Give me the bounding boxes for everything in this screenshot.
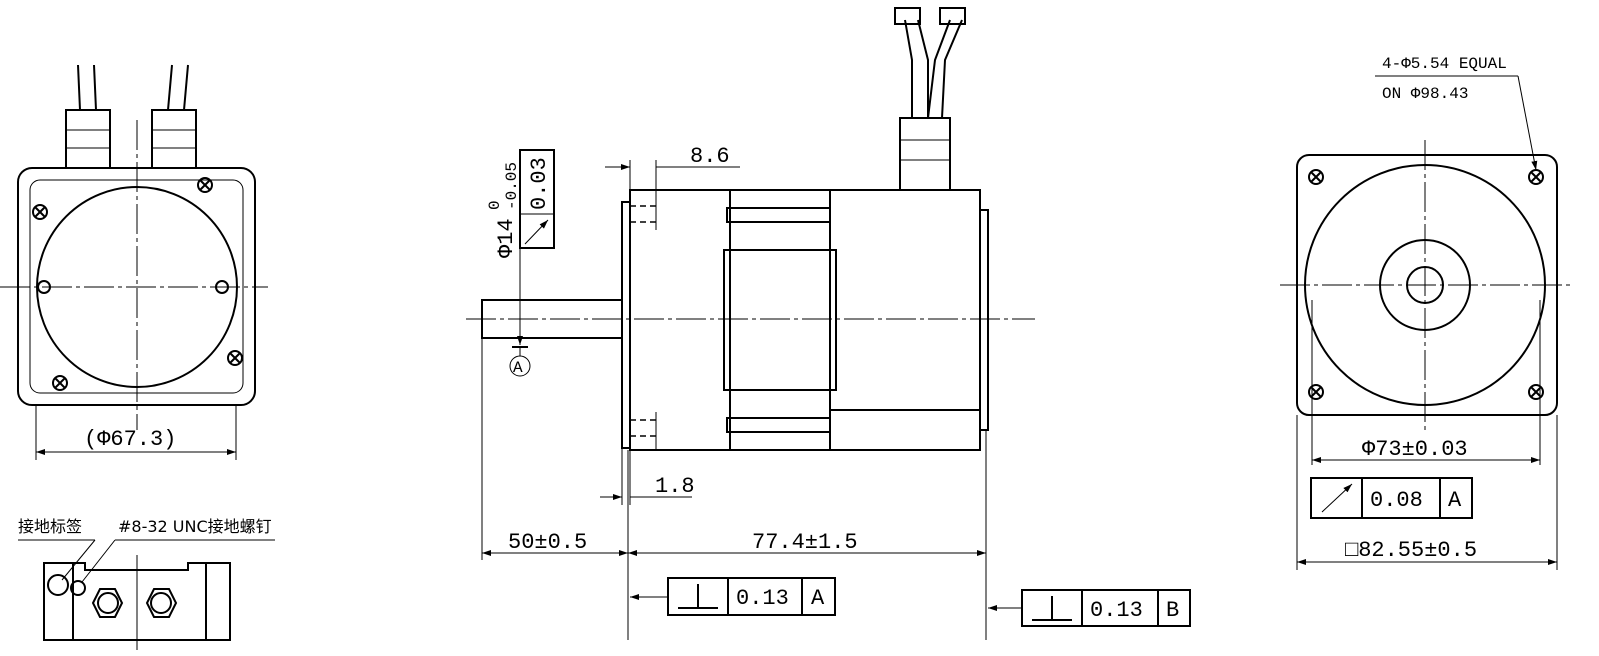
perp-b-value: 0.13 xyxy=(1090,598,1143,623)
shaft-tol-lower: -0.05 xyxy=(503,162,521,210)
perpendicularity-frame-a: 0.13 A xyxy=(630,577,836,616)
ground-screw-callout: #8-32 UNC接地螺钉 xyxy=(118,517,272,536)
ground-label-callout: 接地标签 xyxy=(18,517,82,536)
hole-note-2: ON Φ98.43 xyxy=(1382,85,1468,103)
square-size-dim: □82.55±0.5 xyxy=(1345,538,1477,563)
perp-b-datum: B xyxy=(1166,598,1179,623)
end-runout-frame: 0.08 A xyxy=(1310,477,1473,519)
dim-1-8: 1.8 xyxy=(655,474,695,499)
cable-gland-right xyxy=(151,64,197,169)
shaft-runout-value: 0.03 xyxy=(527,157,552,210)
pilot-diameter-dim: Φ73±0.03 xyxy=(1362,437,1468,462)
cable-gland-left xyxy=(65,64,111,169)
shaft-tol-upper: 0 xyxy=(486,200,504,210)
perp-a-value: 0.13 xyxy=(736,586,789,611)
dim-shaft-length: 50±0.5 xyxy=(508,530,587,555)
side-view: 8.6 1.8 0.03 Φ14 0 -0.05 A 50±0.5 77.4±1… xyxy=(466,7,1191,640)
shell-diameter-dim: (Φ67.3) xyxy=(84,427,176,452)
dim-body-length: 77.4±1.5 xyxy=(752,530,858,555)
dim-8-6: 8.6 xyxy=(690,144,730,169)
end-runout-value: 0.08 xyxy=(1370,488,1423,513)
end-view: 4-Φ5.54 EQUAL ON Φ98.43 Φ73±0.03 0.08 A … xyxy=(1280,55,1570,570)
front-view: (Φ67.3) xyxy=(0,64,268,460)
perp-a-datum: A xyxy=(811,586,825,611)
perpendicularity-frame-b: 0.13 B xyxy=(988,589,1191,627)
datum-a-label: A xyxy=(513,359,523,377)
connector-view: 接地标签 #8-32 UNC接地螺钉 xyxy=(18,517,275,650)
top-cable-gland xyxy=(894,7,966,191)
shaft-diameter: Φ14 xyxy=(494,218,519,258)
end-runout-datum: A xyxy=(1448,488,1462,513)
hole-note-1: 4-Φ5.54 EQUAL xyxy=(1382,55,1507,73)
